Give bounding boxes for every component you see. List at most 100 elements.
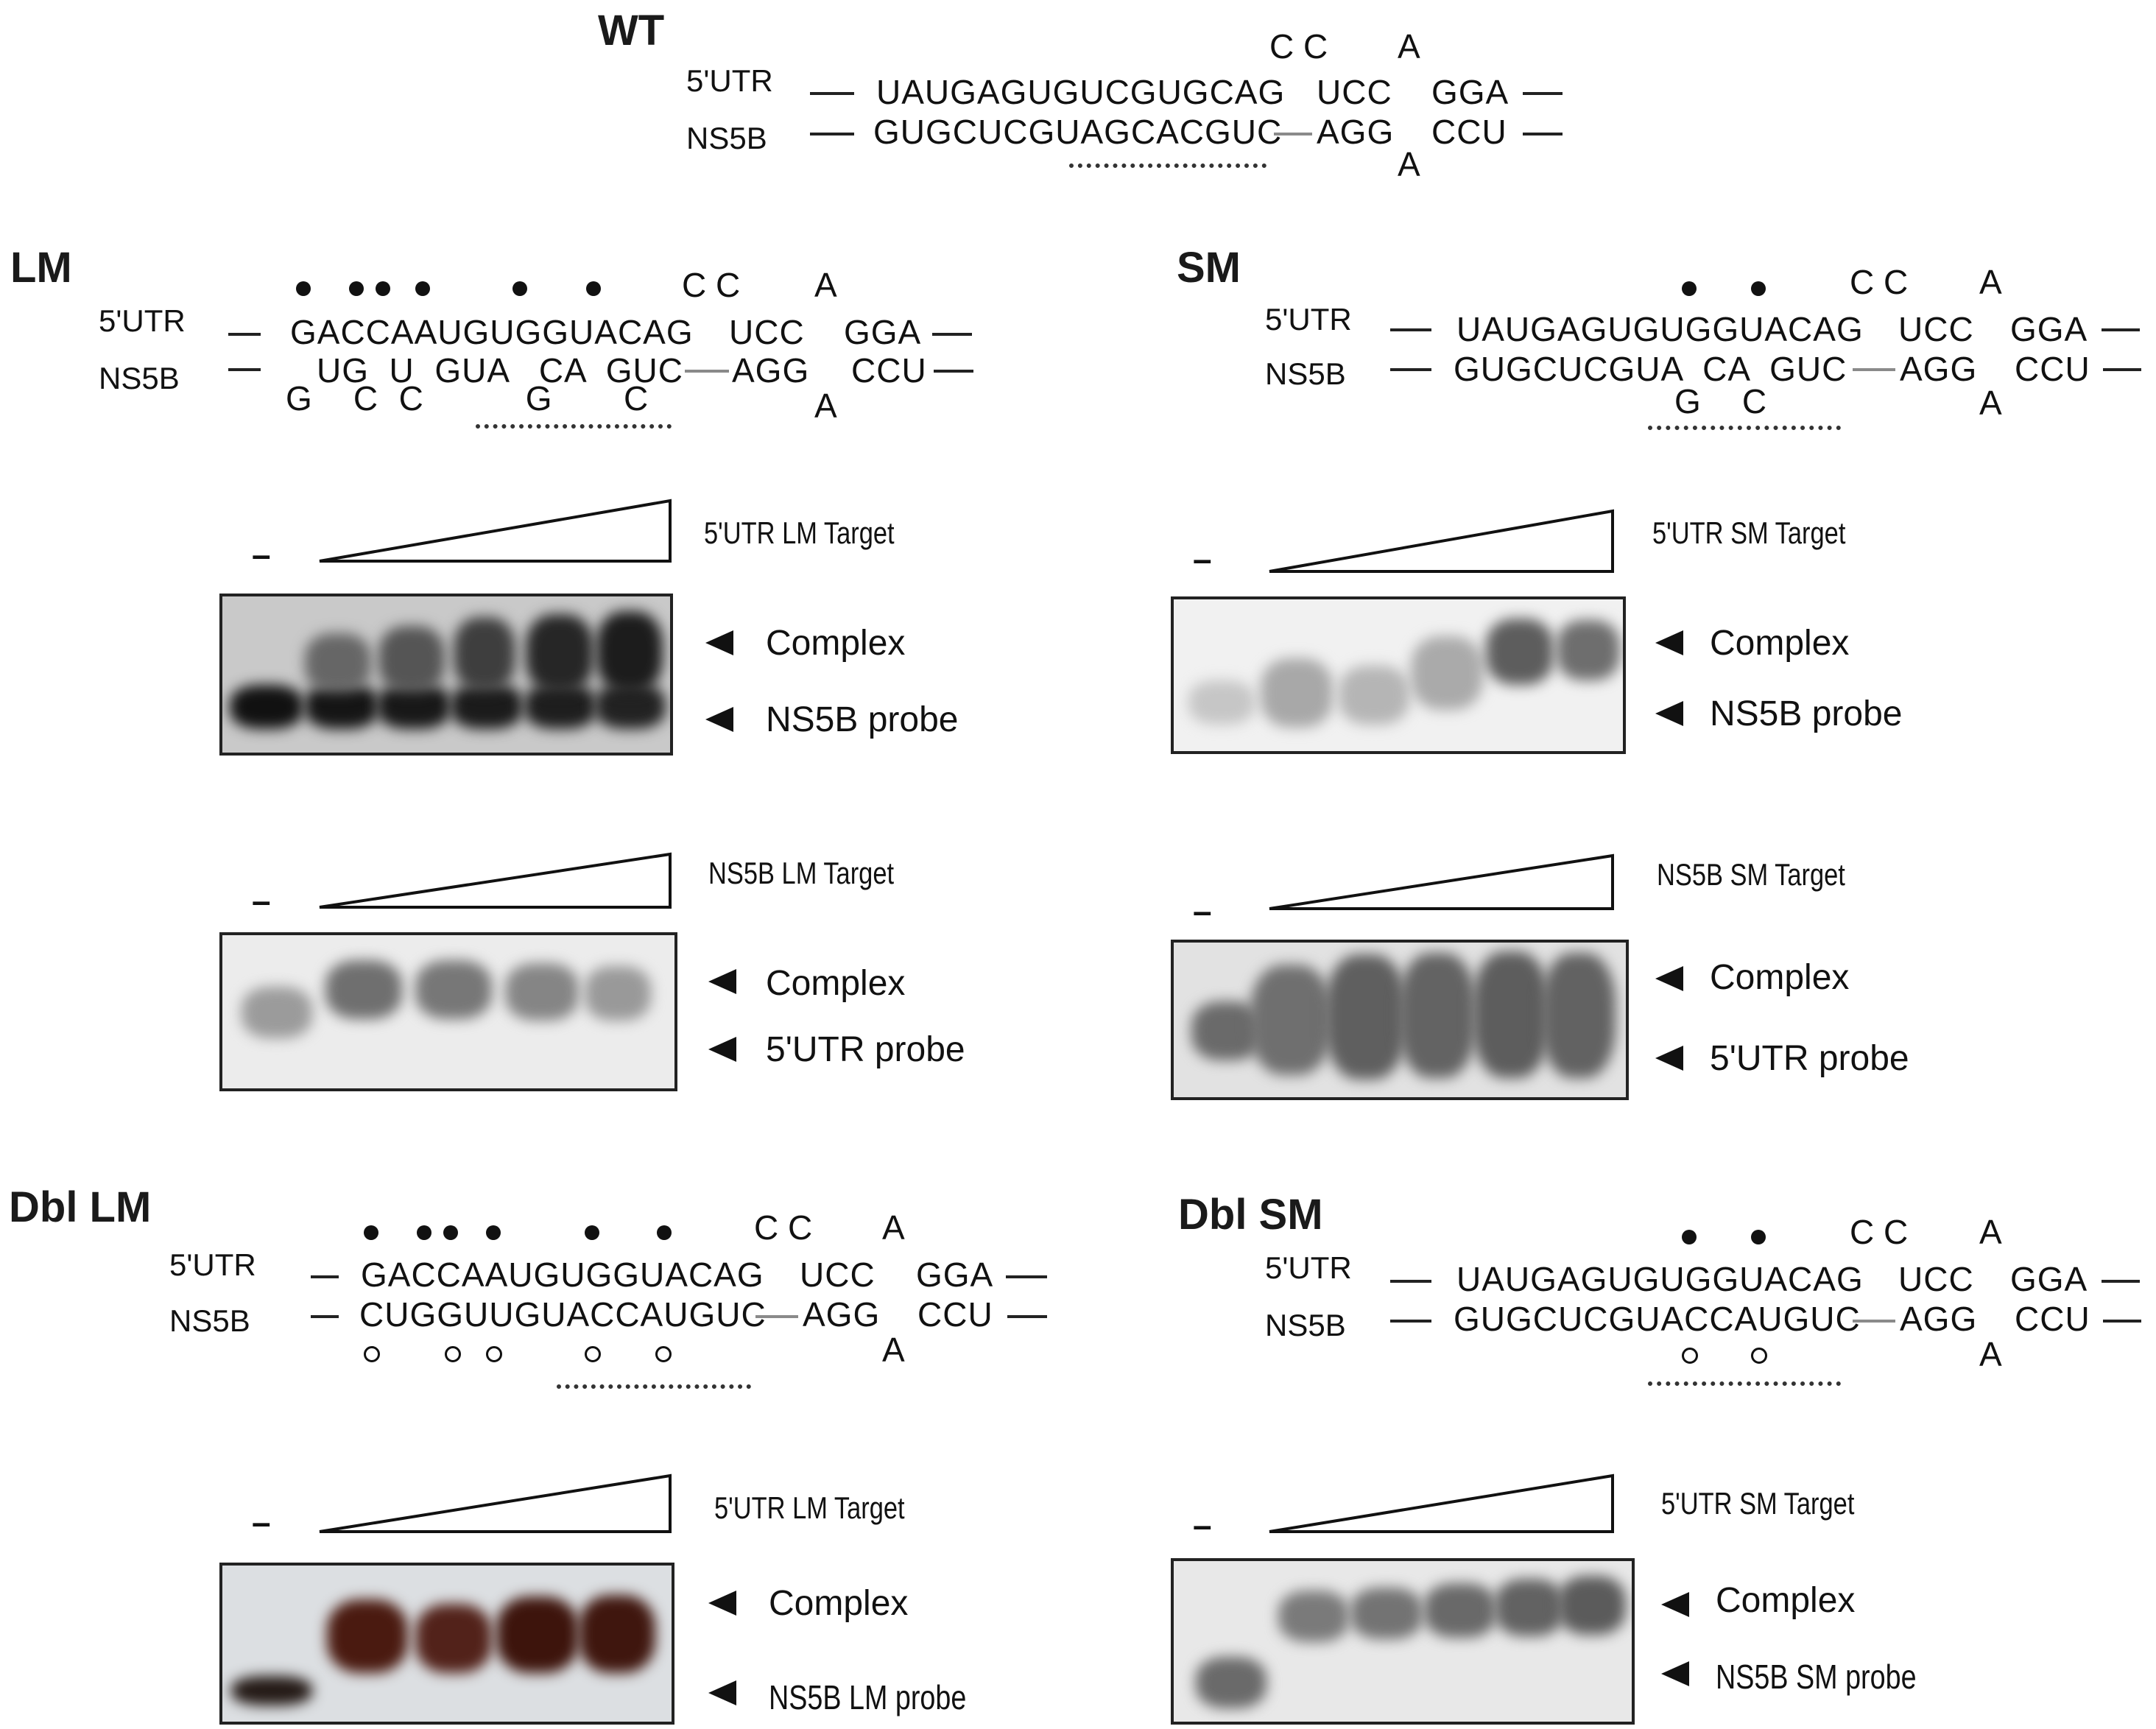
dbl-sm-gel-target-gradient bbox=[1269, 1473, 1614, 1533]
sm-gel1-lane2-probe bbox=[1261, 658, 1333, 728]
wt-ns5b-agg: AGG bbox=[1317, 113, 1395, 151]
lm-gel2-probe-label: 5'UTR probe bbox=[766, 1030, 965, 1069]
lm-gel1-probe-arrow bbox=[705, 707, 733, 732]
wt-linker bbox=[1274, 133, 1312, 135]
lm-mutation-dot bbox=[376, 281, 390, 296]
dbl-lm-compensatory-ring bbox=[445, 1346, 461, 1362]
dbl-lm-mutation-dot bbox=[417, 1225, 431, 1240]
lm-utr-sequence: GACCAAUGUGGUACAG bbox=[290, 313, 694, 351]
sm-loop-cc: C C bbox=[1850, 263, 1909, 301]
lm-gel1-lane5-complex bbox=[526, 614, 593, 692]
dbl-sm-ns5b-agg: AGG bbox=[1900, 1300, 1978, 1338]
lm-loop-a-top: A bbox=[814, 266, 837, 304]
dbl-sm-probe-region bbox=[1648, 1381, 1841, 1386]
lm-gel1-complex-arrow bbox=[705, 630, 733, 655]
lm-utr-left-strand bbox=[228, 333, 261, 336]
sm-linker bbox=[1853, 368, 1895, 371]
dbl-lm-compensatory-ring bbox=[655, 1346, 672, 1362]
lm-gel2-complex-label: Complex bbox=[766, 964, 906, 1003]
dbl-lm-ns5b-label: NS5B bbox=[169, 1303, 250, 1338]
sm-title: SM bbox=[1177, 244, 1241, 292]
sm-gel2-lane6-complex bbox=[1542, 953, 1616, 1078]
lm-gel1-lane4-complex bbox=[454, 617, 515, 691]
sm-gel2-lane2-complex bbox=[1250, 965, 1331, 1075]
dbl-sm-ns5b-ccu: CCU bbox=[2015, 1300, 2090, 1338]
sm-ns5b-bulge: G C bbox=[1674, 382, 1768, 420]
dbl-lm-gel-complex-arrow bbox=[708, 1591, 736, 1616]
dbl-lm-gel-lane1-probe bbox=[231, 1676, 312, 1705]
lm-gel2-lane3-complex bbox=[415, 960, 492, 1019]
wt-utr-right-strand bbox=[1523, 92, 1563, 95]
wt-loop-cc: C C bbox=[1269, 27, 1328, 66]
dbl-lm-gel-lane5-complex bbox=[579, 1595, 655, 1673]
lm-gel2-lane4-complex bbox=[505, 963, 579, 1021]
sm-ns5b-left-strand bbox=[1390, 368, 1431, 371]
sm-gel2-lane5-complex bbox=[1473, 951, 1549, 1078]
dbl-sm-ns5b-label: NS5B bbox=[1265, 1308, 1346, 1342]
sm-gel2-probe-label: 5'UTR probe bbox=[1710, 1039, 1909, 1078]
sm-gel1-lane6-complex bbox=[1557, 620, 1620, 680]
dbl-sm-utr-ucc: UCC bbox=[1898, 1260, 1974, 1298]
wt-utr-left-strand bbox=[810, 92, 854, 95]
sm-utr-label: 5'UTR bbox=[1265, 302, 1352, 337]
dbl-sm-gel-complex-arrow bbox=[1661, 1592, 1689, 1617]
lm-probe-region bbox=[476, 424, 672, 429]
sm-gel1-target-gradient bbox=[1269, 509, 1614, 573]
dbl-sm-utr-right-strand bbox=[2102, 1280, 2140, 1283]
dbl-lm-mutation-dot bbox=[585, 1225, 599, 1240]
dbl-sm-utr-label: 5'UTR bbox=[1265, 1250, 1352, 1285]
lm-loop-a-bottom: A bbox=[814, 387, 837, 425]
sm-gel2-probe-arrow bbox=[1655, 1046, 1683, 1071]
dbl-lm-utr-gga: GGA bbox=[916, 1256, 994, 1294]
dbl-lm-gel-lane2-complex bbox=[327, 1599, 408, 1673]
wt-ns5b-left-strand bbox=[810, 133, 854, 135]
lm-utr-label: 5'UTR bbox=[99, 303, 186, 338]
dbl-sm-mutation-dot bbox=[1751, 1230, 1766, 1244]
dbl-lm-mutation-dot bbox=[443, 1225, 458, 1240]
lm-linker bbox=[685, 370, 729, 373]
dbl-sm-utr-sequence: UAUGAGUGUGGUACAG bbox=[1456, 1260, 1864, 1298]
sm-utr-gga: GGA bbox=[2010, 310, 2088, 348]
lm-gel1-image bbox=[219, 594, 673, 756]
lm-mutation-dot bbox=[415, 281, 430, 296]
dbl-lm-ns5b-ccu: CCU bbox=[917, 1295, 993, 1334]
dbl-lm-mutation-dot bbox=[657, 1225, 672, 1240]
sm-loop-a-top: A bbox=[1979, 263, 2002, 301]
dbl-sm-gel-probe-arrow bbox=[1661, 1661, 1689, 1686]
lm-gel1-lane3-complex bbox=[378, 626, 445, 692]
dbl-sm-gel-image bbox=[1171, 1558, 1635, 1725]
dbl-lm-loop-a-top: A bbox=[882, 1208, 905, 1247]
lm-gel2-lane1-probe bbox=[242, 987, 312, 1038]
dbl-sm-gel-lane5-complex bbox=[1495, 1579, 1564, 1636]
lm-gel1-target-gradient bbox=[319, 499, 672, 563]
dbl-lm-mutation-dot bbox=[486, 1225, 501, 1240]
dbl-sm-gel-probe-label: NS5B SM probe bbox=[1716, 1658, 1917, 1696]
sm-ns5b-label: NS5B bbox=[1265, 356, 1346, 391]
lm-ns5b-bulge: G C C G C bbox=[286, 379, 649, 418]
dbl-lm-probe-region bbox=[557, 1384, 751, 1389]
dbl-lm-utr-left-strand bbox=[311, 1275, 339, 1278]
wt-ns5b-ccu: CCU bbox=[1431, 113, 1507, 151]
dbl-sm-compensatory-ring bbox=[1682, 1348, 1698, 1364]
dbl-sm-gel-no-target-lane-label: – bbox=[1193, 1506, 1212, 1544]
dbl-sm-gel-lane2-complex bbox=[1278, 1591, 1349, 1642]
dbl-lm-compensatory-ring bbox=[486, 1346, 502, 1362]
dbl-lm-gel-target-gradient bbox=[319, 1473, 672, 1533]
sm-gel1-lane3-probe bbox=[1339, 666, 1409, 725]
sm-ns5b-agg: AGG bbox=[1900, 350, 1978, 388]
sm-gel2-lane4-complex bbox=[1399, 953, 1476, 1078]
sm-gel2-complex-label: Complex bbox=[1710, 958, 1850, 997]
wt-ns5b-right-strand bbox=[1523, 133, 1563, 135]
lm-gel2-target-gradient bbox=[319, 852, 672, 909]
sm-gel2-image bbox=[1171, 940, 1629, 1100]
lm-utr-right-strand bbox=[932, 333, 972, 336]
sm-gel1-lane4-complex bbox=[1411, 636, 1483, 710]
sm-gel1-lane1-probe bbox=[1188, 680, 1255, 725]
lm-ns5b-ccu: CCU bbox=[851, 351, 927, 390]
lm-gel2-lane2-complex bbox=[325, 960, 402, 1019]
sm-gel1-target-label: 5'UTR SM Target bbox=[1652, 515, 1846, 550]
lm-ns5b-right-strand bbox=[934, 370, 973, 373]
dbl-sm-utr-gga: GGA bbox=[2010, 1260, 2088, 1298]
wt-utr-label: 5'UTR bbox=[686, 63, 773, 98]
dbl-lm-loop-cc: C C bbox=[754, 1208, 813, 1247]
